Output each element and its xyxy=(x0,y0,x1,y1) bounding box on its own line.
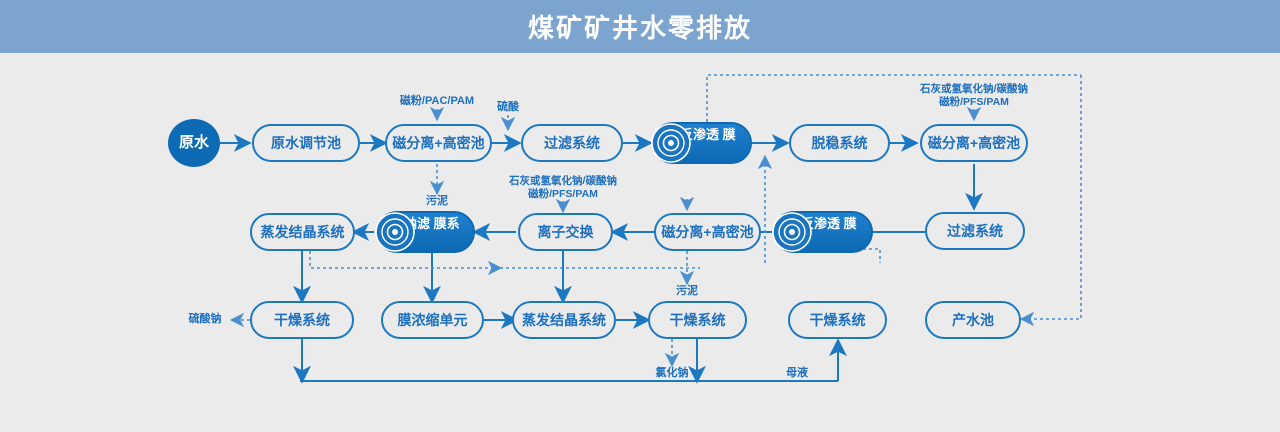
node-magsep-hdt-1[interactable]: 磁分离+高密池 xyxy=(385,124,492,162)
node-flat-ro-membrane-1[interactable]: 平板反渗透 膜系统 xyxy=(650,122,752,164)
node-magsep-hdt-3[interactable]: 磁分离+高密池 xyxy=(654,213,761,251)
edge-right-to-n19 xyxy=(1019,75,1082,327)
node-drying-1[interactable]: 干燥系统 xyxy=(250,301,354,339)
flow-diagram-canvas: 原水 原水调节池 磁分离+高密池 过滤系统 平板反渗透 膜系统 脱稳系统 磁分离… xyxy=(0,53,1280,432)
node-label: 原水 xyxy=(178,134,209,152)
annotation-sludge-1: 污泥 xyxy=(426,195,448,207)
node-label: 膜浓缩单元 xyxy=(397,311,468,328)
edge-row2-dotted-branch xyxy=(309,251,500,269)
node-flat-ro-membrane-2[interactable]: 平板反渗透 膜系统 xyxy=(771,211,873,253)
node-label: 干燥系统 xyxy=(809,311,866,328)
node-raw-water-tank[interactable]: 原水调节池 xyxy=(252,124,360,162)
annotation-sodium-sulfate: 硫酸钠 xyxy=(188,313,222,325)
node-label: 过滤系统 xyxy=(544,134,600,151)
node-label: 磁分离+高密池 xyxy=(392,134,485,151)
node-evap-crystal-2[interactable]: 蒸发结晶系统 xyxy=(512,301,616,339)
node-label: 离子交换 xyxy=(537,223,594,240)
membrane-disc-icon xyxy=(374,211,416,253)
node-magsep-hdt-2[interactable]: 磁分离+高密池 xyxy=(920,124,1028,162)
node-label: 产水池 xyxy=(952,311,994,328)
edge-n5-top-recycle xyxy=(706,74,1081,122)
annotation-dosing-sulfuric-acid: 硫酸 xyxy=(497,101,519,113)
annotation-dosing-pac-pam: 磁粉/PAC/PAM xyxy=(399,95,475,107)
page-header: 煤矿矿井水零排放 xyxy=(0,0,1280,53)
node-label: 脱稳系统 xyxy=(811,134,868,151)
node-label: 蒸发结晶系统 xyxy=(260,223,345,240)
node-product-water-pond[interactable]: 产水池 xyxy=(925,301,1021,339)
annotation-mother-liquor: 母液 xyxy=(786,367,808,379)
annotation-sludge-2: 污泥 xyxy=(676,285,698,297)
node-drying-3[interactable]: 干燥系统 xyxy=(788,301,887,339)
node-ion-exchange[interactable]: 离子交换 xyxy=(518,213,613,251)
node-filtration-1[interactable]: 过滤系统 xyxy=(521,124,623,162)
annotation-sodium-chloride: 氯化钠 xyxy=(655,367,689,379)
node-label: 干燥系统 xyxy=(274,311,330,328)
node-destabilization[interactable]: 脱稳系统 xyxy=(789,124,890,162)
node-evap-crystal-1[interactable]: 蒸发结晶系统 xyxy=(250,213,355,251)
node-label: 原水调节池 xyxy=(271,134,341,151)
node-flat-nf-membrane[interactable]: 平板纳滤 膜系统 xyxy=(374,211,475,253)
node-label: 磁分离+高密池 xyxy=(927,134,1021,151)
membrane-disc-icon xyxy=(771,211,813,253)
annotation-dosing-lime-1: 石灰或氢氧化钠/碳酸钠 磁粉/PFS/PAM xyxy=(509,175,617,201)
node-label: 蒸发结晶系统 xyxy=(522,311,606,328)
connector-layer xyxy=(220,74,1082,384)
node-label: 过滤系统 xyxy=(947,222,1003,239)
edge-n9-recycle-branch xyxy=(851,248,881,263)
node-drying-2[interactable]: 干燥系统 xyxy=(648,301,747,339)
node-label: 磁分离+高密池 xyxy=(661,223,754,240)
annotation-dosing-lime-2: 石灰或氢氧化钠/碳酸钠 磁粉/PFS/PAM xyxy=(920,83,1028,109)
node-membrane-concentration[interactable]: 膜浓缩单元 xyxy=(381,301,484,339)
node-filtration-2[interactable]: 过滤系统 xyxy=(925,212,1025,250)
node-label: 干燥系统 xyxy=(669,311,726,328)
node-raw-water[interactable]: 原水 xyxy=(168,119,220,167)
membrane-disc-icon xyxy=(650,122,692,164)
page-title: 煤矿矿井水零排放 xyxy=(527,13,752,43)
